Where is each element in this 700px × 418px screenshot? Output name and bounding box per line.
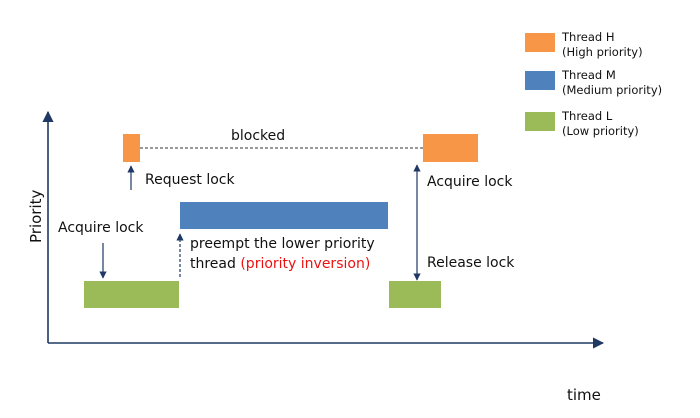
- request-lock-label: Request lock: [145, 172, 235, 188]
- preempt-label-line2: thread (priority inversion): [190, 256, 370, 272]
- legend-entry-thread-l: Thread L (Low priority): [562, 109, 639, 139]
- legend-swatch-thread-l: [525, 112, 555, 131]
- legend-swatch-thread-h: [525, 33, 555, 52]
- x-axis-label: time: [567, 386, 601, 404]
- priority-inversion-label: (priority inversion): [240, 256, 371, 272]
- legend-name: Thread L: [562, 109, 613, 123]
- release-lock-label: Release lock: [427, 255, 515, 271]
- y-axis-label: Priority: [27, 189, 45, 243]
- legend-desc: (High priority): [562, 45, 643, 59]
- legend-swatch-thread-m: [525, 71, 555, 90]
- thread-l-bar-2: [389, 281, 441, 308]
- legend-entry-thread-m: Thread M (Medium priority): [562, 68, 662, 98]
- thread-m-bar: [180, 202, 388, 229]
- preempt-label-prefix: thread: [190, 256, 241, 272]
- thread-h-bar-1: [123, 134, 140, 162]
- preempt-label-line1: preempt the lower priority: [190, 236, 375, 252]
- blocked-label: blocked: [231, 128, 286, 144]
- acquire-lock-l-label: Acquire lock: [58, 220, 144, 236]
- legend-entry-thread-h: Thread H (High priority): [562, 30, 643, 60]
- thread-l-bar-1: [84, 281, 179, 308]
- legend-desc: (Low priority): [562, 124, 639, 138]
- legend-desc: (Medium priority): [562, 83, 663, 97]
- thread-h-bar-2: [423, 134, 478, 162]
- legend-name: Thread H: [562, 30, 615, 44]
- acquire-lock-h-label: Acquire lock: [427, 174, 513, 190]
- legend-name: Thread M: [562, 68, 616, 82]
